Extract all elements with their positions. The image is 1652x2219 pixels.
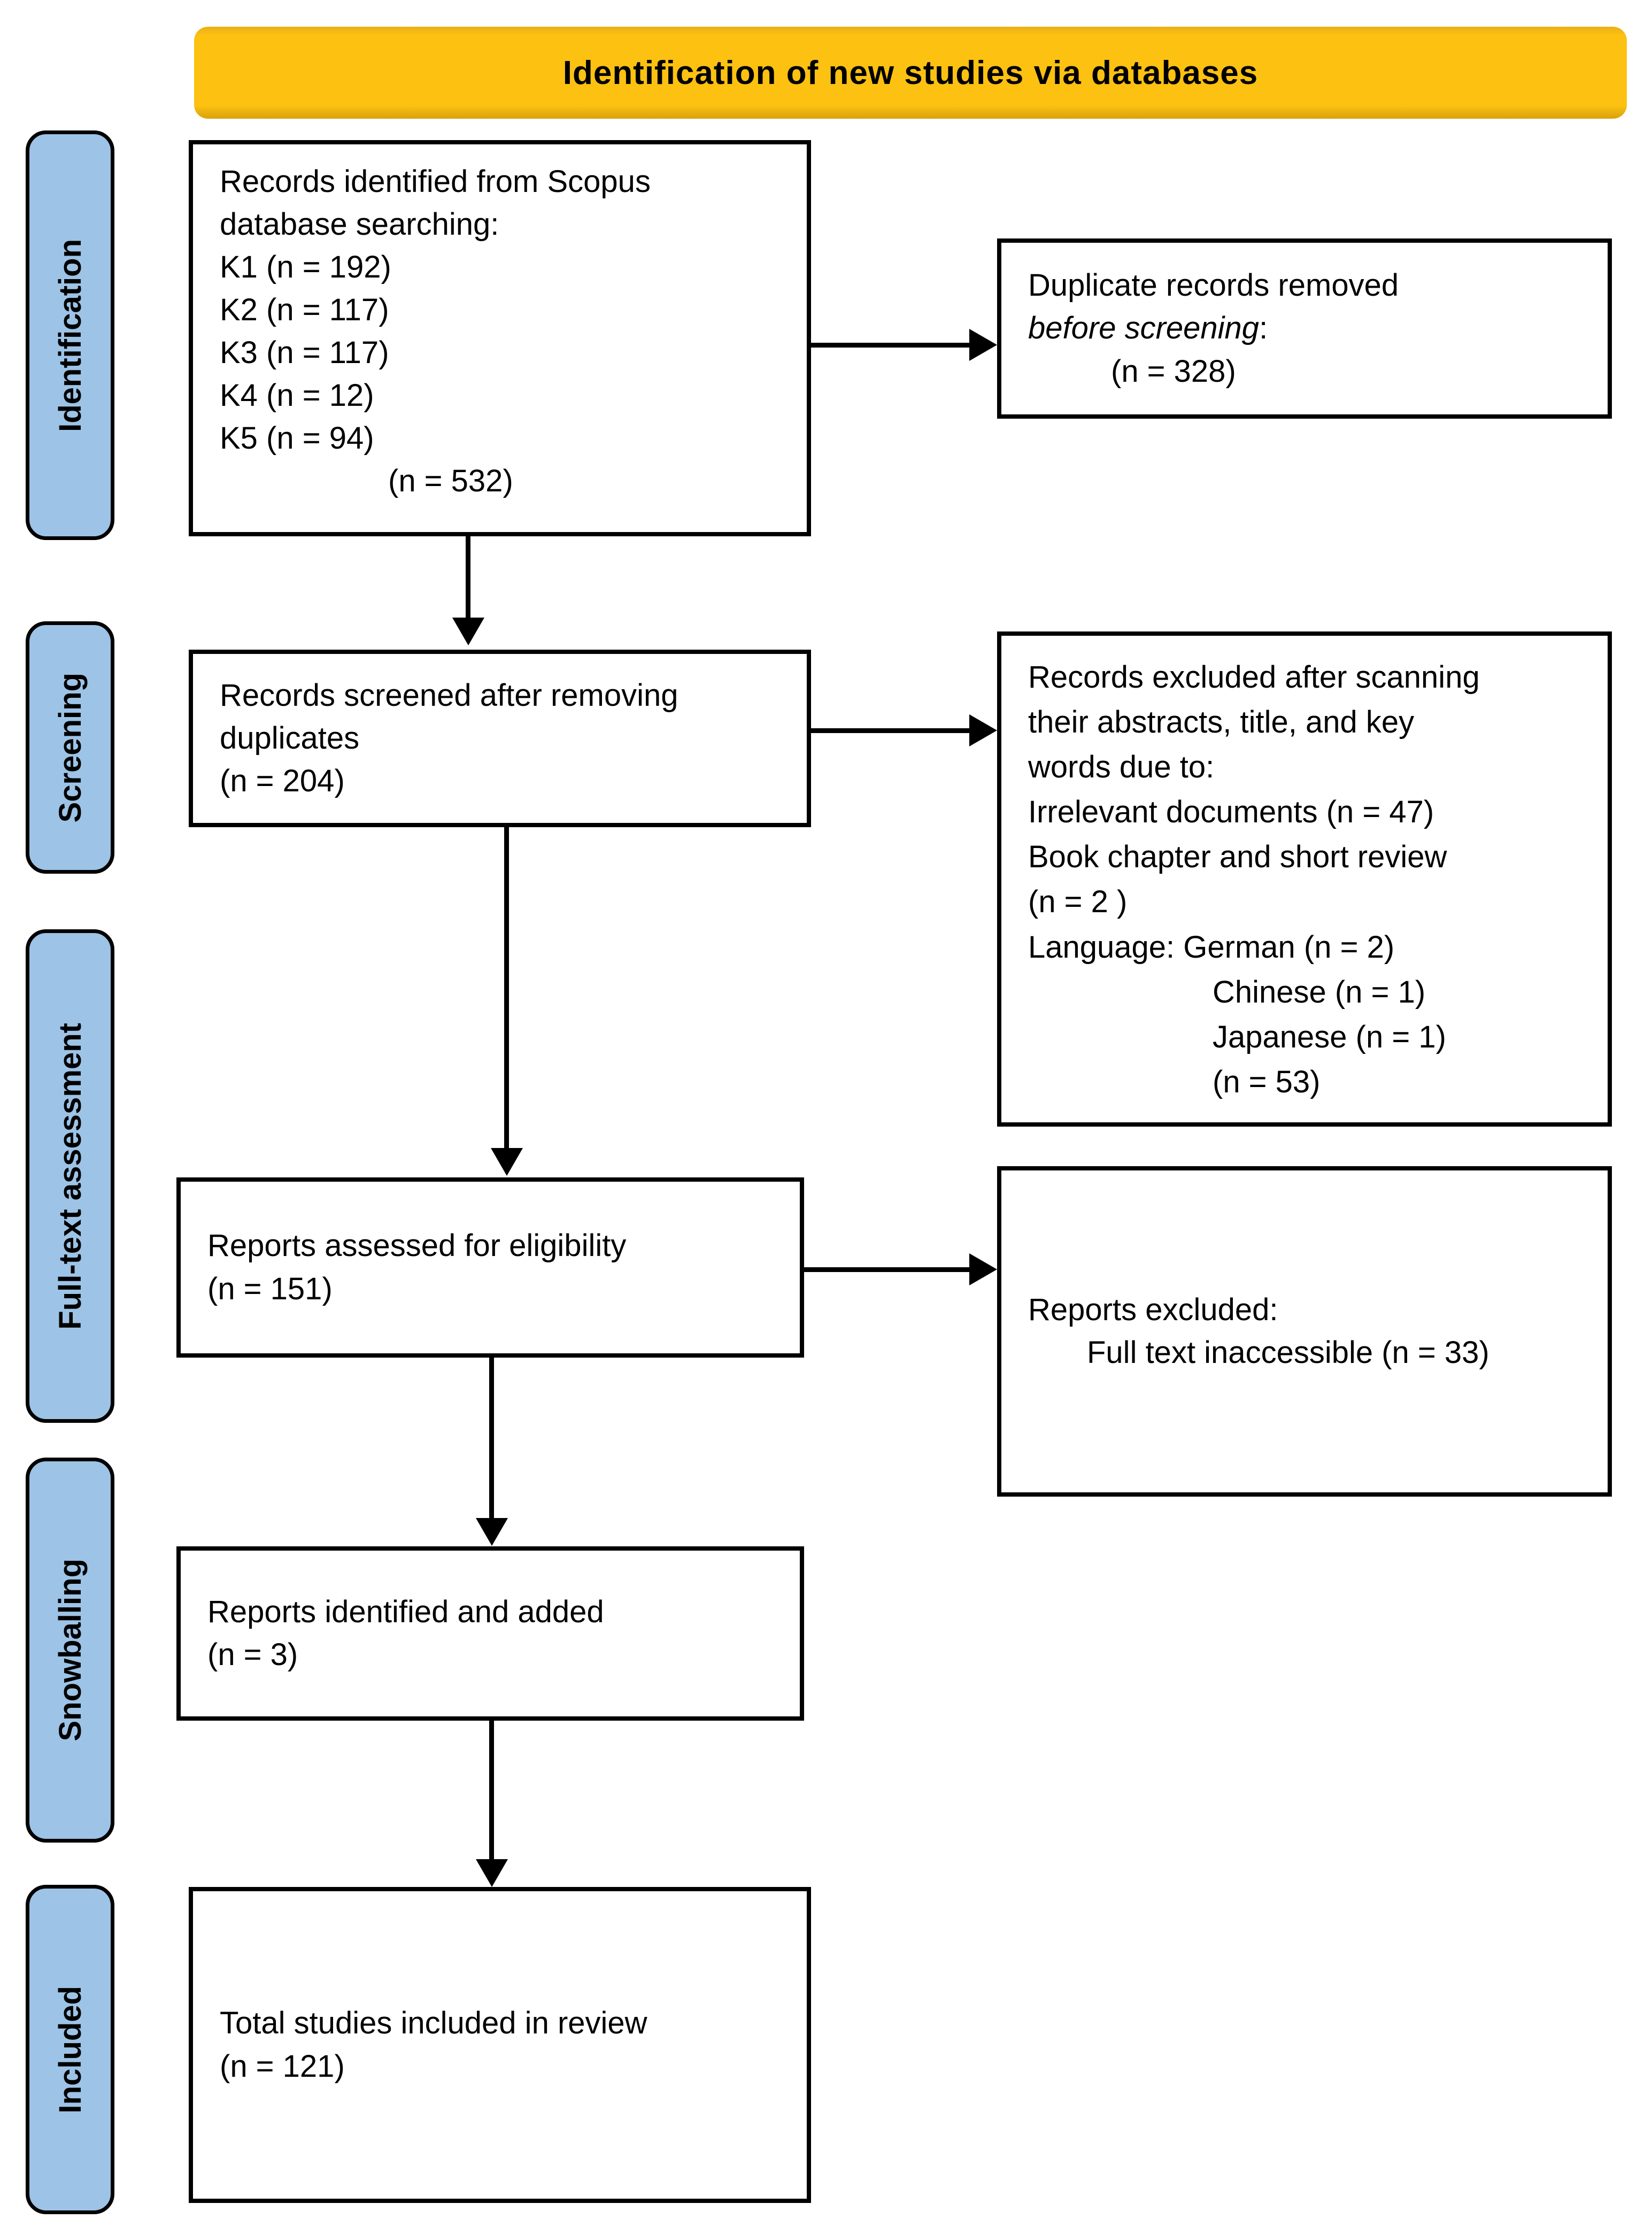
arrow-line-screened-to-assessed (504, 826, 509, 1148)
banner-title: Identification of new studies via databa… (562, 54, 1259, 91)
box-line: K4 (n = 12) (220, 378, 374, 413)
italic-phrase: before screening (1028, 311, 1260, 346)
arrowhead-down-icon (491, 1148, 523, 1176)
stage-label-text: Screening (52, 672, 88, 823)
arrowhead-down-icon (452, 618, 484, 645)
box-line: Records identified from Scopus (220, 164, 651, 199)
box-line: Records screened after removing (220, 677, 678, 713)
arrow-line-screened-to-excluded (807, 728, 970, 733)
box-line-language-chinese: Chinese (n = 1) (1213, 974, 1426, 1010)
box-line: before screening: (1028, 307, 1592, 350)
arrow-line-assessed-to-reports-excluded (800, 1267, 970, 1272)
box-total-count: (n = 53) (1213, 1064, 1321, 1099)
box-line: K5 (n = 94) (220, 421, 374, 456)
box-duplicate-records-removed: Duplicate records removed before screeni… (997, 238, 1612, 419)
arrow-line-identified-to-duplicates (807, 343, 970, 348)
stage-label-full-text-assessment: Full-text assessment (26, 929, 114, 1423)
box-line: Reports identified and added (207, 1594, 604, 1629)
box-line: their abstracts, title, and key (1028, 705, 1415, 740)
arrowhead-down-icon (476, 1518, 508, 1546)
box-total-count: (n = 532) (388, 464, 513, 499)
colon: : (1259, 311, 1268, 346)
box-line-language-japanese: Japanese (n = 1) (1213, 1019, 1446, 1054)
arrowhead-right-icon (969, 714, 997, 746)
box-line: words due to: (1028, 750, 1215, 785)
box-line: Reports assessed for eligibility (207, 1228, 627, 1263)
box-line: (n = 151) (207, 1271, 333, 1306)
arrowhead-right-icon (969, 329, 997, 361)
box-line: Duplicate records removed (1028, 268, 1399, 303)
stage-label-text: Full-text assessment (52, 1022, 88, 1330)
box-line: Irrelevant documents (n = 47) (1028, 795, 1434, 830)
box-line: (n = 121) (220, 2048, 345, 2084)
box-line: Language: German (n = 2) (1028, 929, 1395, 965)
arrow-line-added-to-total (489, 1720, 494, 1859)
box-records-excluded: Records excluded after scanning their ab… (997, 631, 1612, 1127)
box-line: (n = 2 ) (1028, 884, 1128, 920)
box-line: Book chapter and short review (1028, 839, 1447, 875)
arrowhead-right-icon (969, 1253, 997, 1285)
box-reports-assessed: Reports assessed for eligibility (n = 15… (176, 1177, 804, 1358)
arrowhead-down-icon (476, 1859, 508, 1887)
arrow-line-identified-to-screened (466, 535, 470, 618)
box-total-count: (n = 328) (1111, 353, 1236, 389)
box-line: database searching: (220, 207, 499, 242)
box-line: Records excluded after scanning (1028, 660, 1480, 695)
banner-identification-via-databases: Identification of new studies via databa… (194, 27, 1627, 119)
box-total-studies-included: Total studies included in review (n = 12… (189, 1887, 811, 2203)
box-line: K3 (n = 117) (220, 335, 389, 371)
box-reports-identified-added: Reports identified and added (n = 3) (176, 1546, 804, 1721)
box-line: Full text inaccessible (n = 33) (1087, 1335, 1489, 1370)
stage-label-identification: Identification (26, 130, 114, 540)
box-line: (n = 3) (207, 1637, 298, 1672)
stage-label-snowballing: Snowballing (26, 1458, 114, 1843)
stage-label-text: Identification (52, 238, 88, 432)
stage-label-text: Snowballing (52, 1559, 88, 1742)
box-records-screened: Records screened after removing duplicat… (189, 650, 811, 827)
box-line: Total studies included in review (220, 2006, 647, 2041)
stage-label-included: Included (26, 1885, 114, 2214)
stage-label-screening: Screening (26, 621, 114, 874)
box-reports-excluded: Reports excluded: Full text inaccessible… (997, 1166, 1612, 1497)
box-line: (n = 204) (220, 764, 345, 799)
box-records-identified: Records identified from Scopus database … (189, 140, 811, 536)
stage-label-text: Included (52, 1985, 88, 2114)
box-line: K2 (n = 117) (220, 292, 389, 328)
arrow-line-assessed-to-added (489, 1357, 494, 1518)
box-line: K1 (n = 192) (220, 250, 391, 285)
box-line: Reports excluded: (1028, 1292, 1278, 1327)
box-line: duplicates (220, 720, 360, 756)
